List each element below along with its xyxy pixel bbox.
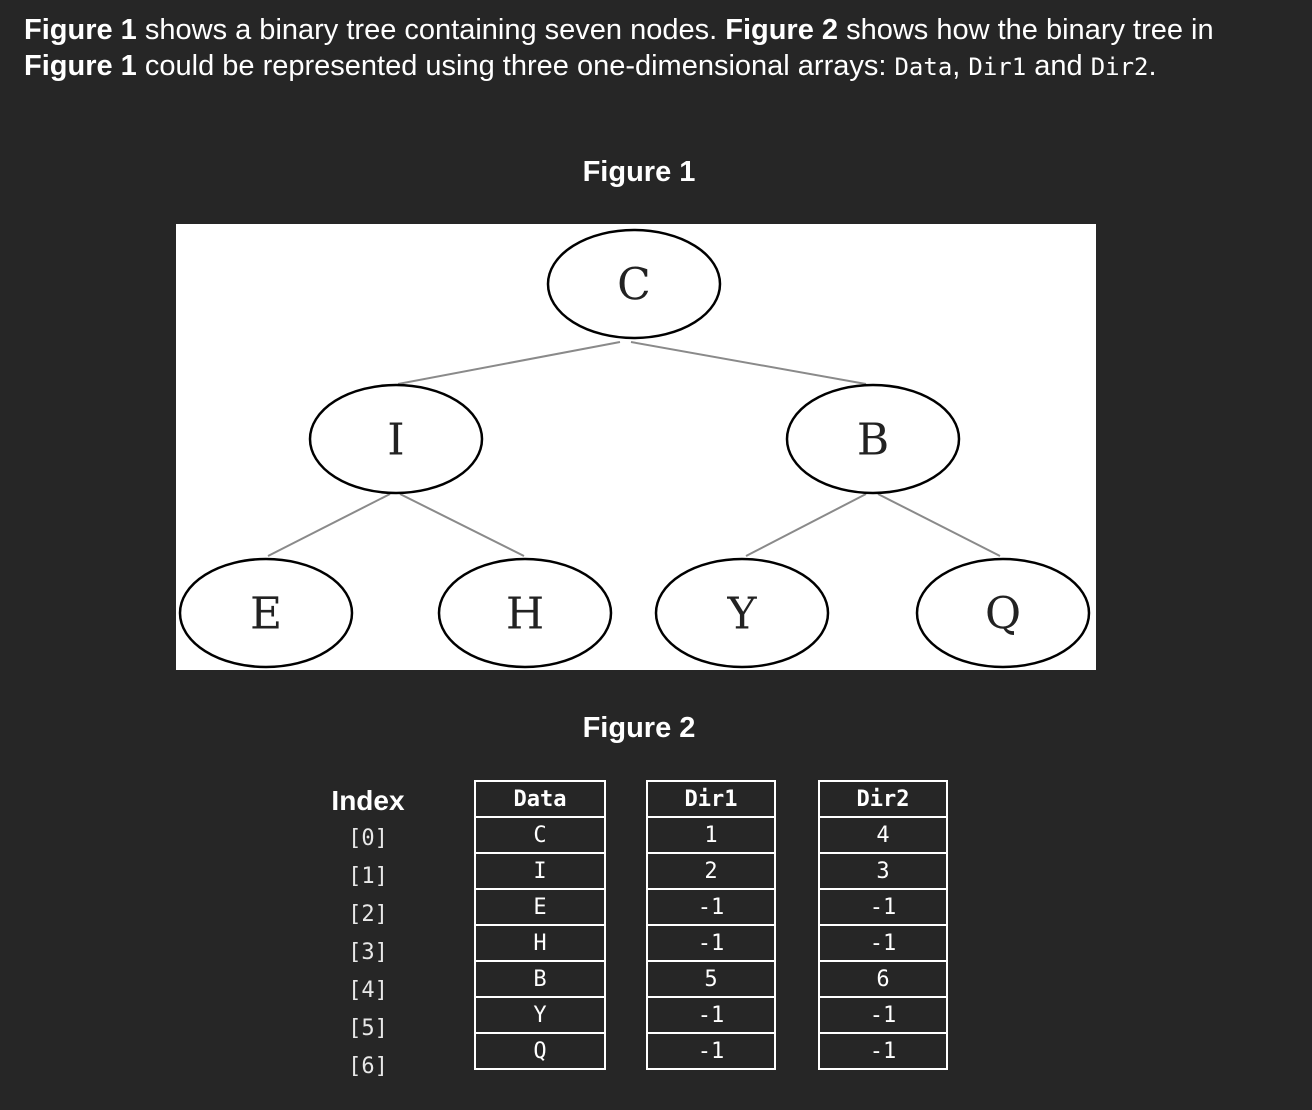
data-array-table: Data C I E H B Y Q <box>474 780 606 1070</box>
intro-sep-2: and <box>1026 50 1091 82</box>
intro-paragraph: Figure 1 shows a binary tree containing … <box>24 12 1294 85</box>
node-label-i: I <box>387 415 404 466</box>
node-label-h: H <box>506 589 544 640</box>
dir2-array-cell: 6 <box>818 960 948 998</box>
dir2-array-cell: -1 <box>818 888 948 926</box>
dir1-array-cell: 5 <box>646 960 776 998</box>
edge-i-e <box>267 493 391 557</box>
data-array-cell: E <box>474 888 606 926</box>
node-q <box>915 557 1091 669</box>
binary-tree-figure: C I B E H Y Q <box>176 224 1096 670</box>
dir1-array-cell: -1 <box>646 888 776 926</box>
figure2-title: Figure 2 <box>582 712 696 744</box>
node-label-e: E <box>250 589 282 640</box>
intro-array-dir1: Dir1 <box>968 53 1027 81</box>
dir1-array-cell: 1 <box>646 816 776 854</box>
node-e <box>178 557 354 669</box>
intro-text-2: shows how the binary tree in <box>838 14 1214 46</box>
intro-text-1: shows a binary tree containing seven nod… <box>136 14 726 46</box>
data-array-cell: Q <box>474 1032 606 1070</box>
dir2-array-cell: -1 <box>818 1032 948 1070</box>
index-cell: [0] <box>348 826 388 851</box>
intro-figure2-ref: Figure 2 <box>725 14 839 46</box>
node-label-q: Q <box>985 589 1021 640</box>
dir1-array-header: Dir1 <box>646 780 776 818</box>
data-array-cell: C <box>474 816 606 854</box>
node-i <box>308 383 484 495</box>
index-cell: [5] <box>348 1016 388 1041</box>
dir1-array-table: Dir1 1 2 -1 -1 5 -1 -1 <box>646 780 776 1070</box>
binary-tree-svg: C I B E H Y Q <box>178 228 1091 669</box>
index-column: Index [0] [1] [2] [3] [4] [5] [6] <box>318 782 418 1086</box>
dir2-array-cell: -1 <box>818 996 948 1034</box>
index-cell: [1] <box>348 864 388 889</box>
node-label-b: B <box>857 415 889 466</box>
intro-text-3: could be represented using three one-dim… <box>136 50 895 82</box>
dir1-array-cell: -1 <box>646 1032 776 1070</box>
dir2-array-table: Dir2 4 3 -1 -1 6 -1 -1 <box>818 780 948 1070</box>
edge-c-i <box>397 341 621 385</box>
figure1-title: Figure 1 <box>582 156 696 188</box>
data-array-header: Data <box>474 780 606 818</box>
node-label-y: Y <box>726 589 757 640</box>
dir2-array-cell: -1 <box>818 924 948 962</box>
dir1-array-cell: -1 <box>646 996 776 1034</box>
node-label-c: C <box>617 260 651 311</box>
intro-array-data: Data <box>894 53 953 81</box>
index-cell: [3] <box>348 940 388 965</box>
intro-array-dir2: Dir2 <box>1090 53 1149 81</box>
node-c <box>546 228 722 340</box>
intro-sep-1: , <box>952 50 969 82</box>
dir1-array-cell: -1 <box>646 924 776 962</box>
intro-end: . <box>1148 50 1157 82</box>
data-array-cell: I <box>474 852 606 890</box>
index-cell: [2] <box>348 902 388 927</box>
data-array-cell: Y <box>474 996 606 1034</box>
edge-c-b <box>630 341 867 385</box>
index-cell: [6] <box>348 1054 388 1079</box>
node-h <box>437 557 613 669</box>
dir2-array-cell: 3 <box>818 852 948 890</box>
edge-b-y <box>745 493 867 557</box>
dir1-array-cell: 2 <box>646 852 776 890</box>
node-y <box>654 557 830 669</box>
edge-i-h <box>399 493 525 557</box>
node-b <box>785 383 961 495</box>
data-array-cell: B <box>474 960 606 998</box>
index-cell: [4] <box>348 978 388 1003</box>
data-array-cell: H <box>474 924 606 962</box>
intro-figure1-ref-2: Figure 1 <box>24 50 137 82</box>
edge-b-q <box>877 493 1001 557</box>
dir2-array-header: Dir2 <box>818 780 948 818</box>
index-header: Index <box>331 785 405 816</box>
intro-figure1-ref: Figure 1 <box>24 14 137 46</box>
dir2-array-cell: 4 <box>818 816 948 854</box>
